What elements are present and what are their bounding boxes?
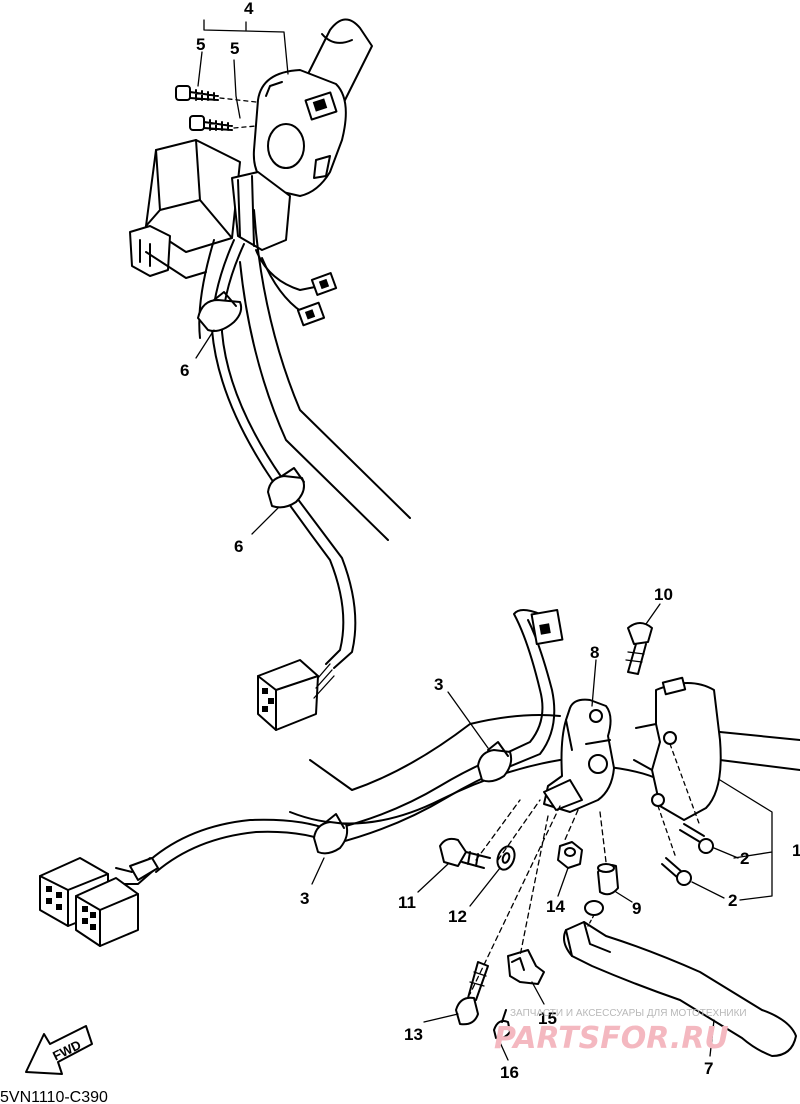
callout-15: 15 xyxy=(538,1009,557,1028)
leader-lines xyxy=(195,19,773,1061)
wire-harness-right xyxy=(39,608,564,947)
upper-switch-assembly xyxy=(129,18,411,541)
screw-2-lower xyxy=(661,857,692,886)
watermark-brand: PARTSFOR.RU xyxy=(494,1021,729,1056)
callout-3-lower: 3 xyxy=(300,889,309,908)
clutch-lever xyxy=(563,900,797,1057)
screw-upper xyxy=(175,85,219,101)
callout-12: 12 xyxy=(448,907,467,926)
handlebar-lower xyxy=(289,714,800,825)
watermark-caption: ЗАПЧАСТИ И АКСЕССУАРЫ ДЛЯ МОТОТЕХНИКИ xyxy=(510,1008,747,1019)
callout-2-lower: 2 xyxy=(728,891,737,910)
watermark: ЗАПЧАСТИ И АКСЕССУАРЫ ДЛЯ МОТОТЕХНИКИ PA… xyxy=(494,1008,747,1056)
callout-16: 16 xyxy=(500,1063,519,1082)
callout-9: 9 xyxy=(632,899,641,918)
callout-13: 13 xyxy=(404,1025,423,1044)
callout-3-upper: 3 xyxy=(434,675,443,694)
callout-8: 8 xyxy=(590,643,599,662)
callout-labels: 4 5 5 6 6 3 3 8 10 1 2 2 11 12 14 9 13 1… xyxy=(180,0,800,1082)
callout-7: 7 xyxy=(704,1059,713,1078)
callout-4: 4 xyxy=(244,0,254,18)
fwd-arrow-icon: FWD xyxy=(25,1025,93,1075)
diagram-code: 5VN1110-C390 xyxy=(0,1089,108,1104)
callout-2-upper: 2 xyxy=(740,849,749,868)
wire-harness-left xyxy=(197,239,357,731)
lever-holder-assembly xyxy=(543,622,722,886)
callout-11: 11 xyxy=(398,893,416,912)
small-parts xyxy=(439,799,619,1040)
callout-5-right: 5 xyxy=(230,39,239,58)
callout-10: 10 xyxy=(654,585,673,604)
callout-5-left: 5 xyxy=(196,35,205,54)
screw-2-upper xyxy=(679,823,714,854)
screw-lower xyxy=(189,115,233,131)
callout-6-upper: 6 xyxy=(180,361,189,380)
callout-6-lower: 6 xyxy=(234,537,243,556)
callout-14: 14 xyxy=(546,897,565,916)
callout-1: 1 xyxy=(792,841,800,860)
